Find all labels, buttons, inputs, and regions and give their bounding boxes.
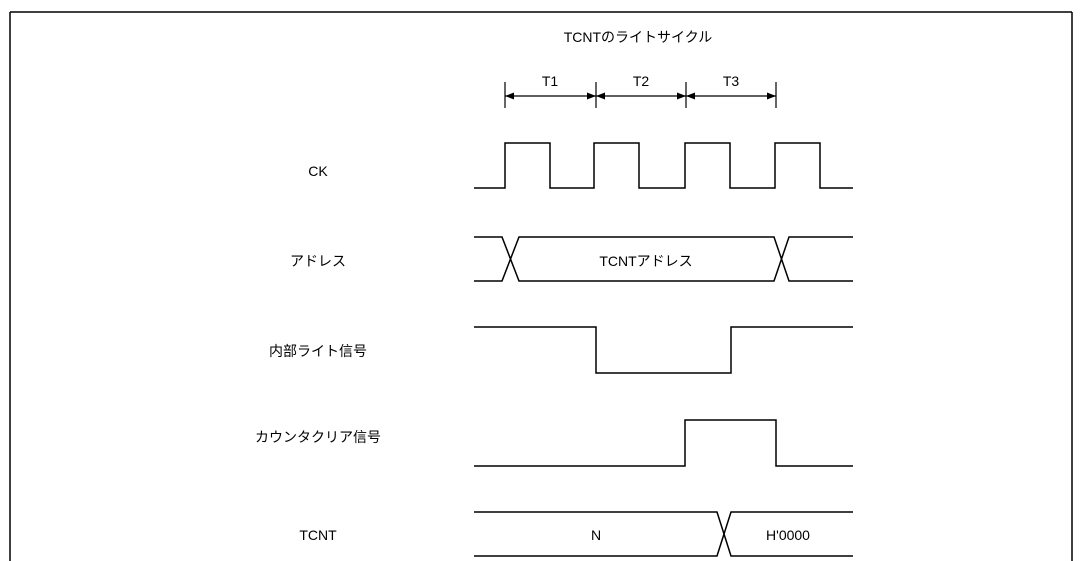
- tcnt-bus: [474, 511, 853, 557]
- signal-label-address: アドレス: [290, 253, 346, 269]
- period-arrowheads: [505, 92, 776, 100]
- address-bus: [474, 236, 853, 282]
- signal-label-ck: CK: [308, 163, 328, 179]
- write-signal-waveform: [474, 326, 853, 374]
- diagram-title: TCNTのライトサイクル: [564, 29, 713, 45]
- ck-waveform: [474, 142, 853, 189]
- period-label-t2: T2: [633, 73, 650, 89]
- tcnt-value-before: N: [591, 527, 601, 543]
- clear-signal-waveform: [474, 419, 853, 467]
- signal-label-write: 内部ライト信号: [269, 343, 367, 359]
- period-label-t3: T3: [723, 73, 740, 89]
- address-bus-value: TCNTアドレス: [599, 253, 692, 269]
- signal-label-clear: カウンタクリア信号: [255, 429, 381, 445]
- period-markers: [504, 82, 777, 108]
- tcnt-value-after: H'0000: [766, 527, 810, 543]
- signal-label-tcnt: TCNT: [299, 527, 337, 543]
- period-label-t1: T1: [542, 73, 559, 89]
- diagram-border: [9, 11, 1073, 561]
